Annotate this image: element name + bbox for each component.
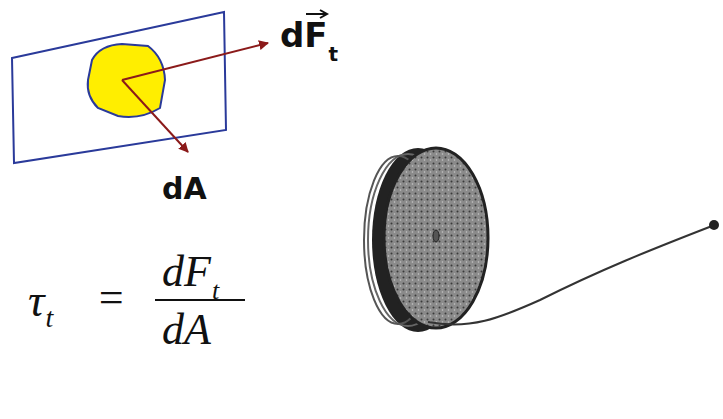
area-label: dA <box>162 174 207 204</box>
area-element <box>88 44 165 117</box>
numerator: dF <box>162 250 211 294</box>
normal-arrow <box>122 80 188 152</box>
equals-sign: = <box>96 276 126 320</box>
denominator: dA <box>162 308 211 352</box>
force-arrow <box>122 43 268 80</box>
force-label: dF <box>280 18 328 52</box>
subscript: t <box>329 44 339 64</box>
yoyo <box>364 148 719 332</box>
formula-symbol: τ <box>28 278 44 324</box>
subscript: t <box>45 304 53 332</box>
vector-arrow <box>306 13 326 15</box>
subscript: t <box>212 278 219 304</box>
plane-outline <box>12 12 226 163</box>
fraction-bar <box>155 299 245 301</box>
